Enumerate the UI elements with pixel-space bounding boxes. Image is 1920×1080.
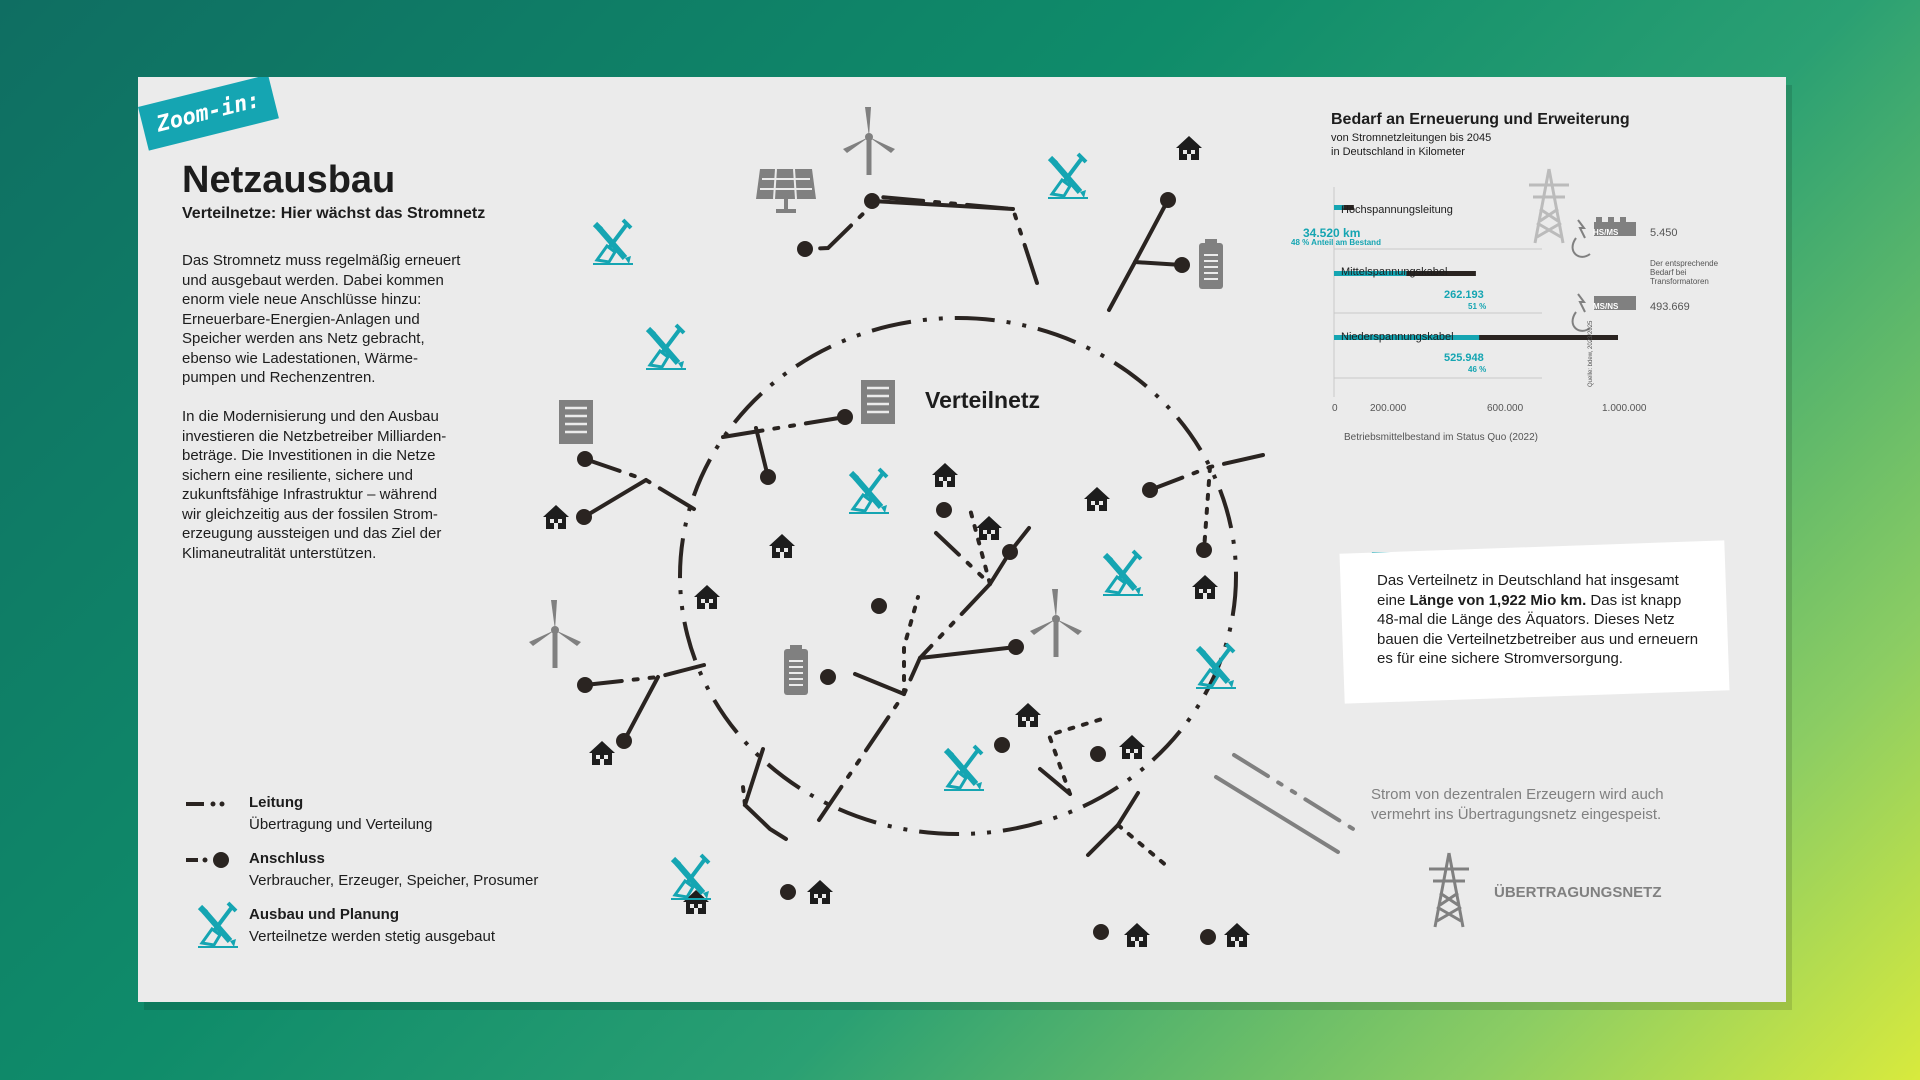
bar-chart bbox=[1333, 167, 1636, 397]
stock-bar-0 bbox=[1334, 205, 1354, 210]
legend-connection-desc: Verbraucher, Erzeuger, Speicher, Prosume… bbox=[249, 872, 539, 889]
row-value-ns: 525.948 bbox=[1444, 352, 1484, 364]
row-label-ns: Niederspannungskabel bbox=[1341, 331, 1454, 343]
row-value-hs: 34.520 km bbox=[1303, 226, 1361, 240]
row-pct-ms: 51 % bbox=[1468, 302, 1487, 311]
x-tick-0: 0 bbox=[1332, 403, 1338, 414]
transformer-icon-msns bbox=[1571, 293, 1636, 332]
legend-line-title: Leitung bbox=[249, 794, 304, 811]
transformer-value-msns: 493.669 bbox=[1650, 301, 1690, 313]
network-diagram bbox=[186, 77, 1636, 1002]
house-icons bbox=[543, 136, 1250, 947]
page-subtitle: Verteilnetze: Hier wächst das Stromnetz bbox=[182, 205, 486, 222]
transmission-pylon-icon bbox=[1427, 851, 1471, 929]
legend-symbols bbox=[186, 801, 229, 868]
network-label: Verteilnetz bbox=[925, 387, 1041, 413]
chart-source: Quelle: bdew, 2023/2025 bbox=[1588, 320, 1594, 387]
chart-subtitle-1: von Stromnetzleitungen bis 2045 bbox=[1331, 132, 1492, 144]
legend-line-desc: Übertragung und Verteilung bbox=[249, 816, 433, 833]
page-title: Netzausbau bbox=[182, 159, 396, 201]
x-tick-600000: 600.000 bbox=[1487, 403, 1524, 414]
chart-title: Bedarf an Erneuerung und Erweiterung bbox=[1331, 111, 1630, 128]
legend-connection-title: Anschluss bbox=[249, 850, 325, 867]
need-bar-0 bbox=[1334, 205, 1344, 210]
row-pct-ns: 46 % bbox=[1468, 365, 1487, 374]
transmission-note: Strom von dezentralen Erzeugern wird auc… bbox=[1371, 786, 1664, 823]
infographic-card: Zoom-in: Netzausbau Verteilnetze: Hier w… bbox=[138, 77, 1786, 1002]
legend-build-desc: Verteilnetze werden stetig ausgebaut bbox=[249, 928, 495, 945]
need-bar-2 bbox=[1334, 335, 1480, 340]
transformer-icon-hsms bbox=[1571, 217, 1636, 258]
connection-dots bbox=[576, 192, 1216, 945]
ring-line bbox=[678, 316, 1238, 836]
chart-subtitle-2: in Deutschland in Kilometer bbox=[1331, 146, 1465, 158]
row-label-ms: Mittelspannungskabel bbox=[1341, 266, 1448, 278]
x-tick-200000: 200.000 bbox=[1370, 403, 1407, 414]
chart-caption: Betriebsmittelbestand im Status Quo (202… bbox=[1344, 432, 1538, 443]
legend-build-title: Ausbau und Planung bbox=[249, 906, 399, 923]
solar-panel-icon bbox=[756, 168, 816, 213]
generator-icons bbox=[529, 107, 1224, 696]
info-box-text: Das Verteilnetz in Deutschland hat insge… bbox=[1377, 572, 1699, 667]
need-bar-1 bbox=[1334, 271, 1407, 276]
transformer-value-hsms: 5.450 bbox=[1650, 227, 1678, 239]
row-pct-hs: 48 % Anteil am Bestand bbox=[1291, 238, 1381, 247]
row-value-ms: 262.193 bbox=[1444, 289, 1484, 301]
row-label-hs: Hochspannungsleitung bbox=[1341, 204, 1453, 216]
transmission-label: ÜBERTRAGUNGSNETZ bbox=[1494, 884, 1662, 901]
transformer-label-hsms: HS/MS bbox=[1593, 228, 1619, 237]
branch-lines bbox=[582, 194, 1360, 869]
transformer-label-msns: MS/NS bbox=[1593, 302, 1619, 311]
x-tick-1000000: 1.000.000 bbox=[1602, 403, 1647, 414]
